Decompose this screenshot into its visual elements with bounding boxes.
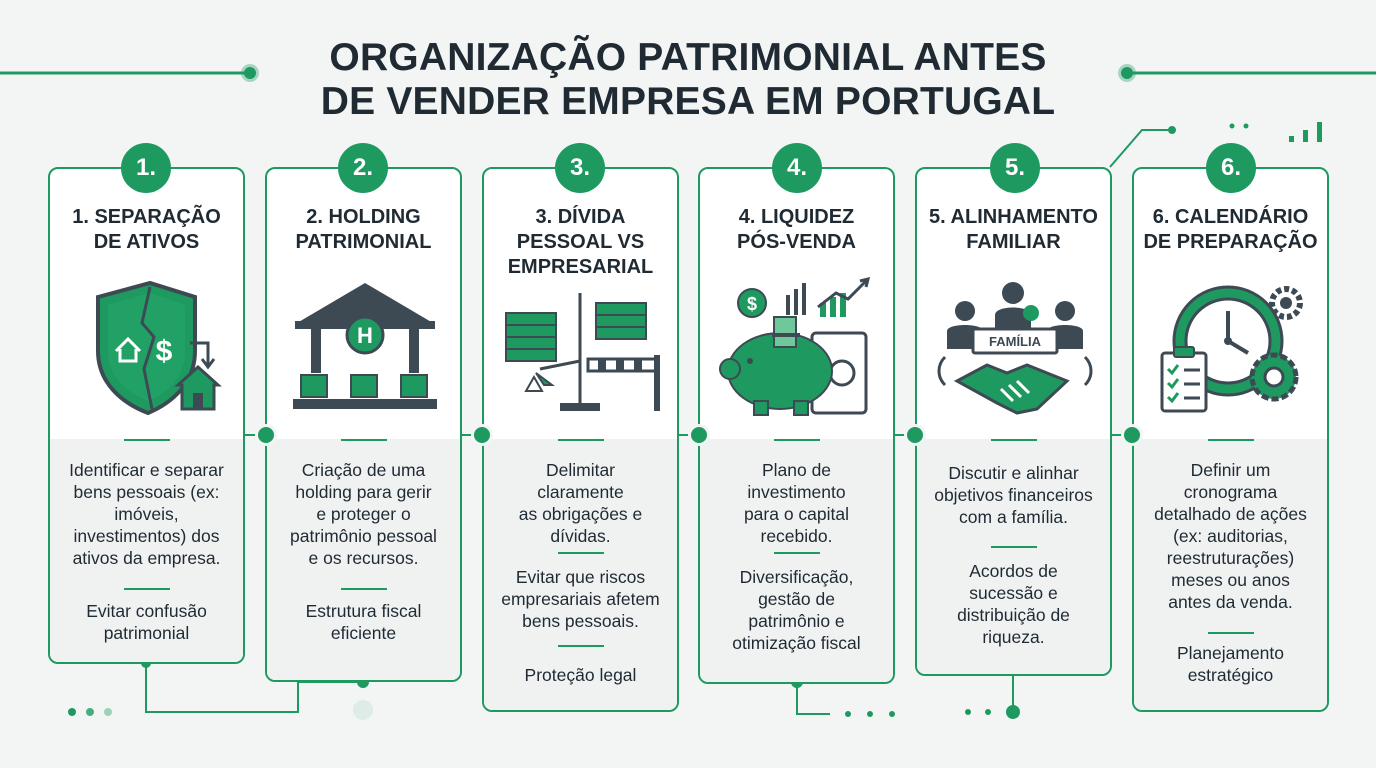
separator — [990, 546, 1037, 548]
step-badge-6: 6. — [1206, 143, 1256, 193]
svg-text:$: $ — [747, 294, 757, 314]
step-badge-4: 4. — [772, 143, 822, 193]
step-badge-3: 3. — [555, 143, 605, 193]
separator — [557, 645, 604, 647]
card-lower-panel — [917, 439, 1110, 674]
separator — [1207, 632, 1254, 634]
connector-node — [1121, 424, 1143, 446]
card-lower-panel — [1134, 439, 1327, 710]
page-title: ORGANIZAÇÃO PATRIMONIAL ANTES DE VENDER … — [0, 36, 1376, 124]
separator — [123, 439, 170, 441]
page-title-line2: DE VENDER EMPRESA EM PORTUGAL — [320, 80, 1056, 123]
connector-node — [904, 424, 926, 446]
separator — [773, 439, 820, 441]
step-badge-5: 5. — [990, 143, 1040, 193]
separator — [990, 439, 1037, 441]
holding-building-icon: H — [293, 283, 437, 409]
separator — [123, 588, 170, 590]
step-badge-2: 2. — [338, 143, 388, 193]
connector-node — [255, 424, 277, 446]
step-extra2-3: Proteção legal — [524, 665, 637, 685]
separator — [557, 439, 604, 441]
shield-house-money-icon: $ — [96, 280, 222, 416]
cash-scale-barrier-icon — [505, 293, 660, 411]
page-title-line1: ORGANIZAÇÃO PATRIMONIAL ANTES — [329, 36, 1047, 79]
card-lower-panel — [700, 439, 893, 682]
svg-text:$: $ — [156, 335, 173, 368]
connector-node — [471, 424, 493, 446]
separator — [773, 552, 820, 554]
family-handshake-icon: FAMÍLIA — [937, 282, 1093, 415]
separator — [340, 439, 387, 441]
card-lower-panel — [50, 439, 243, 662]
separator — [340, 588, 387, 590]
separator — [1207, 439, 1254, 441]
card-lower-panel — [267, 439, 460, 680]
clock-checklist-gears-icon — [1160, 285, 1303, 413]
piggy-bank-safe-icon: $ — [719, 276, 871, 416]
separator — [557, 552, 604, 554]
family-label: FAMÍLIA — [989, 334, 1042, 349]
step-badge-1: 1. — [121, 143, 171, 193]
holding-letter: H — [357, 323, 373, 348]
connector-node — [688, 424, 710, 446]
card-lower-panel — [484, 439, 677, 710]
